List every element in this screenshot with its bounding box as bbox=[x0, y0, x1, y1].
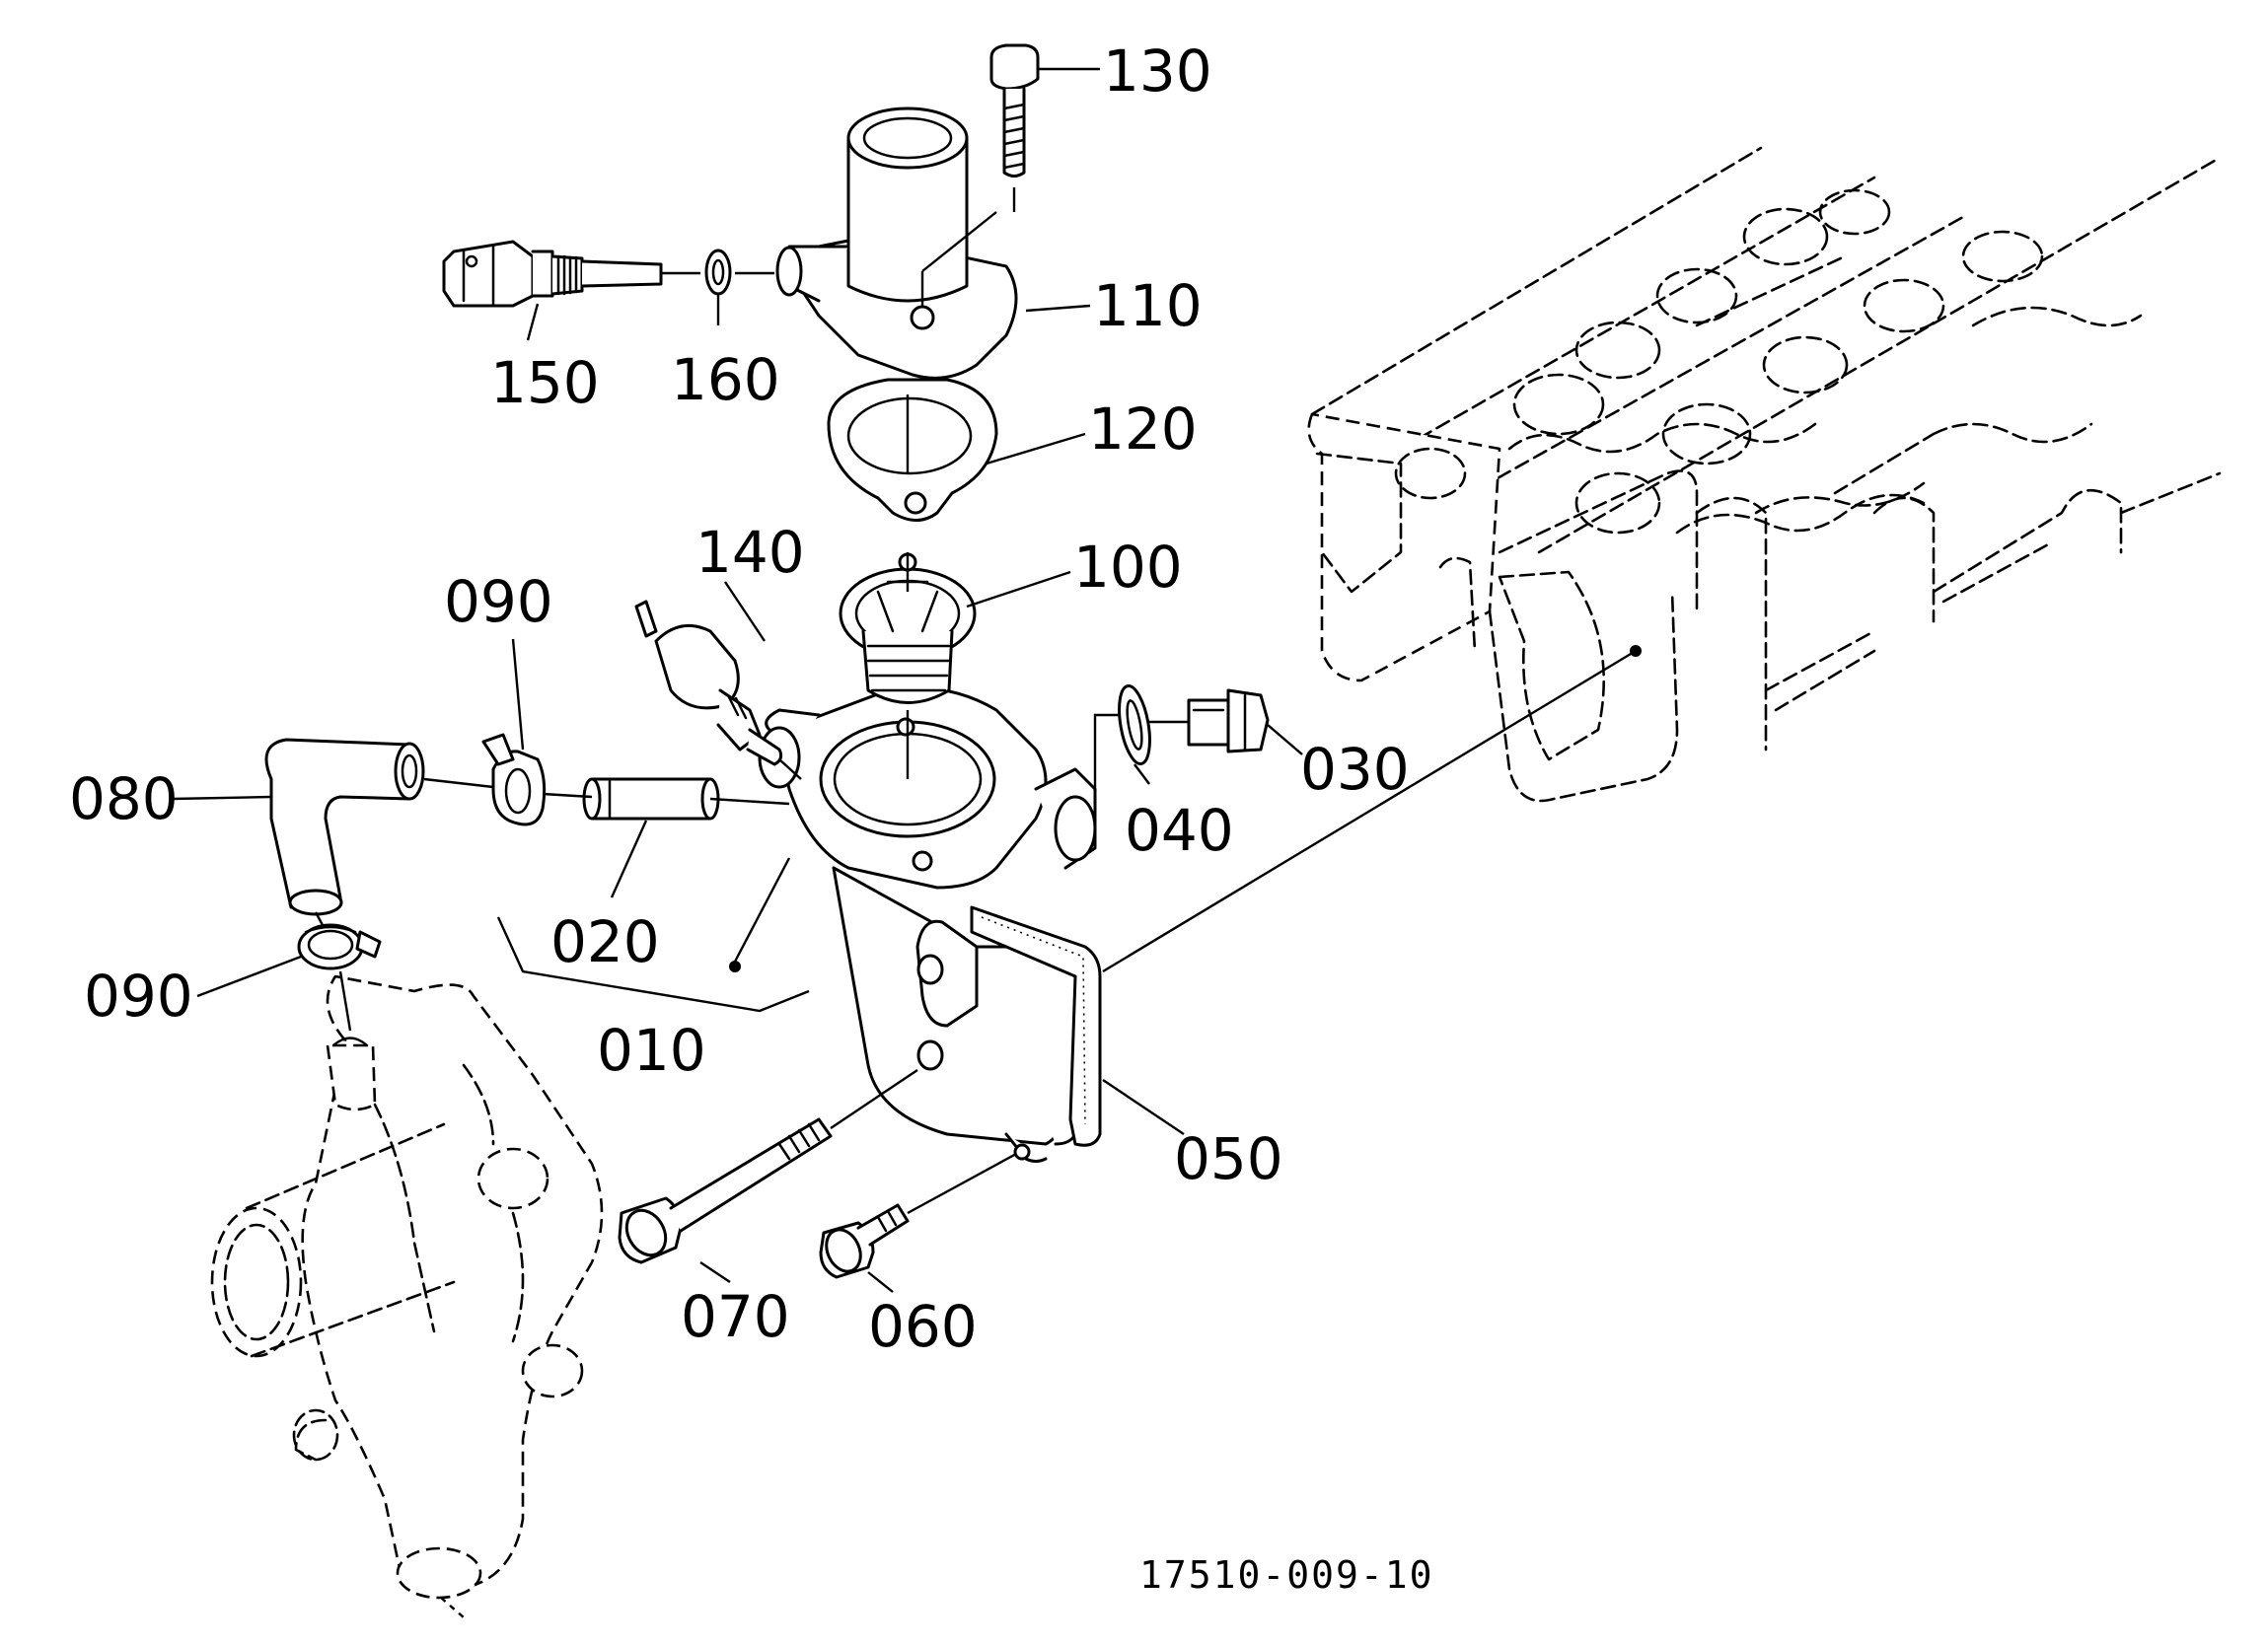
clamp-090-upper bbox=[481, 733, 547, 826]
thermostat-cover-110 bbox=[775, 107, 1018, 380]
cylinder-head-outline bbox=[1307, 146, 2222, 803]
callout-leaders bbox=[172, 67, 1637, 1293]
bolt-060 bbox=[819, 1203, 910, 1279]
drawing-number: 17510-009-10 bbox=[1139, 1553, 1434, 1597]
callout-030: 030 bbox=[1300, 736, 1410, 803]
callout-130: 130 bbox=[1103, 37, 1212, 105]
callout-020: 020 bbox=[550, 908, 660, 975]
callout-100: 100 bbox=[1073, 534, 1183, 601]
gasket-120 bbox=[827, 378, 998, 522]
callout-060: 060 bbox=[868, 1293, 978, 1360]
thermostat-100 bbox=[839, 552, 977, 704]
callout-040: 040 bbox=[1125, 797, 1234, 864]
callout-080: 080 bbox=[69, 765, 179, 832]
bolt-130 bbox=[920, 43, 1040, 306]
callout-090-lower: 090 bbox=[84, 963, 193, 1030]
washer-040 bbox=[1118, 684, 1151, 765]
washer-160 bbox=[704, 249, 732, 296]
callout-120: 120 bbox=[1088, 395, 1198, 463]
temperature-sensor-150 bbox=[442, 240, 663, 308]
water-pump-outline bbox=[210, 974, 604, 1618]
callout-160: 160 bbox=[671, 346, 780, 413]
callout-150: 150 bbox=[490, 349, 600, 416]
clamp-090-lower bbox=[297, 923, 382, 970]
bolt-070 bbox=[618, 1117, 833, 1264]
callout-090-upper: 090 bbox=[444, 568, 553, 635]
thermostat-housing bbox=[758, 686, 1097, 1163]
gasket-050 bbox=[970, 905, 1102, 1147]
callout-110: 110 bbox=[1093, 272, 1203, 339]
callout-140: 140 bbox=[695, 519, 805, 586]
pipe-020 bbox=[582, 777, 720, 821]
plug-030 bbox=[1187, 688, 1270, 753]
callout-070: 070 bbox=[681, 1283, 790, 1350]
callout-050: 050 bbox=[1174, 1125, 1283, 1192]
hose-080 bbox=[264, 738, 425, 916]
switch-140 bbox=[634, 600, 783, 766]
callout-010: 010 bbox=[597, 1017, 706, 1084]
